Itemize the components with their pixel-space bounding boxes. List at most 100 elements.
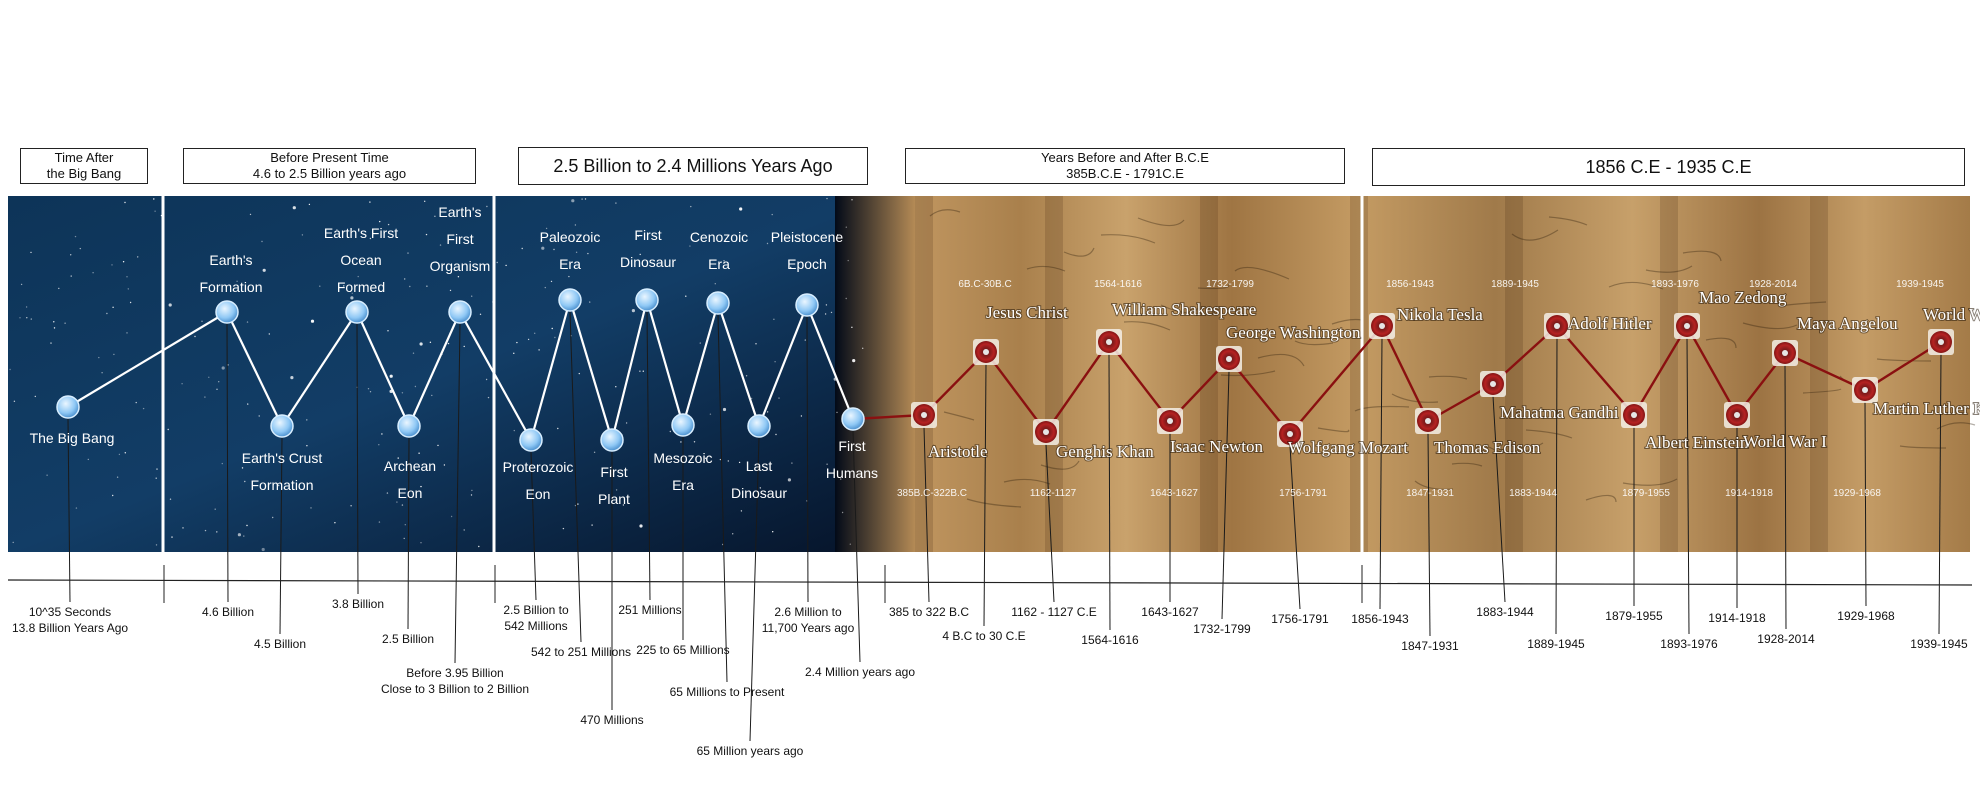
parchment-crack bbox=[1585, 494, 1617, 503]
star bbox=[492, 301, 494, 303]
leader-line bbox=[1045, 443, 1055, 603]
event-years-martin-luther-king: 1929-1968 bbox=[1833, 488, 1881, 499]
star bbox=[258, 415, 260, 417]
star bbox=[357, 275, 359, 278]
date-label-world-war-i: 1914-1918 bbox=[1708, 611, 1766, 625]
star bbox=[310, 319, 315, 323]
star bbox=[386, 492, 389, 494]
date-line: 1939-1945 bbox=[1910, 637, 1968, 651]
background-layer bbox=[8, 196, 1976, 552]
date-label-albert-einstein: 1879-1955 bbox=[1605, 609, 1663, 623]
connector-segment bbox=[459, 311, 532, 441]
connector-segment bbox=[568, 299, 614, 441]
star bbox=[369, 391, 372, 393]
star bbox=[852, 359, 856, 363]
connector-segment bbox=[1685, 325, 1739, 416]
star bbox=[516, 341, 518, 344]
parchment-crack bbox=[929, 209, 961, 217]
star bbox=[243, 535, 245, 537]
connector-segment bbox=[985, 351, 1047, 433]
node-center bbox=[1379, 323, 1385, 329]
star bbox=[479, 313, 482, 315]
label-line: Dinosaur bbox=[731, 485, 787, 501]
star bbox=[791, 462, 793, 464]
event-node-mesozoic-era bbox=[671, 413, 695, 437]
leader-line bbox=[1379, 337, 1383, 610]
star bbox=[154, 210, 156, 212]
label-line: First bbox=[446, 231, 473, 247]
star bbox=[246, 321, 249, 323]
star bbox=[534, 332, 536, 334]
star bbox=[204, 529, 207, 532]
date-line: 1847-1931 bbox=[1401, 639, 1459, 653]
leader-line bbox=[923, 426, 930, 603]
leader-line bbox=[1492, 395, 1506, 603]
star bbox=[578, 372, 580, 375]
node-center bbox=[1684, 323, 1690, 329]
star bbox=[249, 213, 252, 216]
parchment-crack bbox=[1428, 375, 1468, 380]
star bbox=[111, 264, 113, 266]
star bbox=[719, 458, 722, 461]
star bbox=[557, 427, 559, 430]
label-line: Era bbox=[672, 477, 694, 493]
label-line: Organism bbox=[430, 258, 491, 274]
connector-segment bbox=[1289, 325, 1383, 435]
star bbox=[70, 275, 72, 277]
star bbox=[830, 311, 833, 314]
star bbox=[30, 251, 32, 254]
date-label-last-dinosaur: 65 Million years ago bbox=[697, 744, 804, 758]
star bbox=[112, 494, 114, 497]
star bbox=[401, 392, 404, 394]
star bbox=[369, 201, 371, 203]
leader-line bbox=[67, 418, 71, 603]
parchment-crack bbox=[1414, 480, 1454, 490]
star bbox=[414, 385, 417, 388]
star bbox=[404, 278, 406, 280]
label-line: Proterozoic bbox=[503, 459, 574, 475]
star bbox=[639, 370, 641, 372]
node-center bbox=[1106, 339, 1112, 345]
star bbox=[722, 407, 727, 412]
label-line: Mao Zedong bbox=[1699, 288, 1787, 307]
date-label-mesozoic-era: 225 to 65 Millions bbox=[636, 643, 729, 657]
star bbox=[378, 521, 381, 523]
node-center bbox=[1554, 323, 1560, 329]
star bbox=[261, 240, 263, 243]
date-line: 1564-1616 bbox=[1081, 633, 1139, 647]
star bbox=[541, 246, 545, 250]
date-label-cenozoic-era: 65 Millions to Present bbox=[670, 685, 785, 699]
label-line: Plant bbox=[598, 491, 630, 507]
star bbox=[70, 254, 72, 256]
event-years-jesus-christ: 6B.C-30B.C bbox=[958, 279, 1011, 290]
star bbox=[591, 524, 593, 526]
date-line: 2.4 Million years ago bbox=[805, 665, 915, 679]
date-line: 4.6 Billion bbox=[202, 605, 254, 619]
star bbox=[478, 545, 480, 548]
star bbox=[25, 306, 28, 308]
star bbox=[766, 242, 769, 245]
connector-segment bbox=[716, 302, 761, 427]
star bbox=[167, 428, 169, 431]
star bbox=[437, 444, 439, 447]
event-node-wolfgang-mozart bbox=[1277, 421, 1303, 447]
parchment-crack bbox=[1511, 229, 1559, 241]
star bbox=[278, 484, 280, 487]
parchment-crack bbox=[1026, 265, 1066, 272]
event-label-mao-zedong: Mao Zedong bbox=[1699, 288, 1787, 307]
event-years-adolf-hitler: 1889-1945 bbox=[1491, 279, 1539, 290]
star bbox=[101, 372, 103, 374]
star bbox=[639, 524, 643, 528]
star bbox=[727, 460, 729, 462]
star bbox=[75, 507, 78, 509]
star bbox=[825, 304, 828, 306]
label-line: Eon bbox=[398, 485, 423, 501]
parchment-crack bbox=[1645, 265, 1693, 273]
parchment-crack bbox=[1488, 442, 1544, 454]
